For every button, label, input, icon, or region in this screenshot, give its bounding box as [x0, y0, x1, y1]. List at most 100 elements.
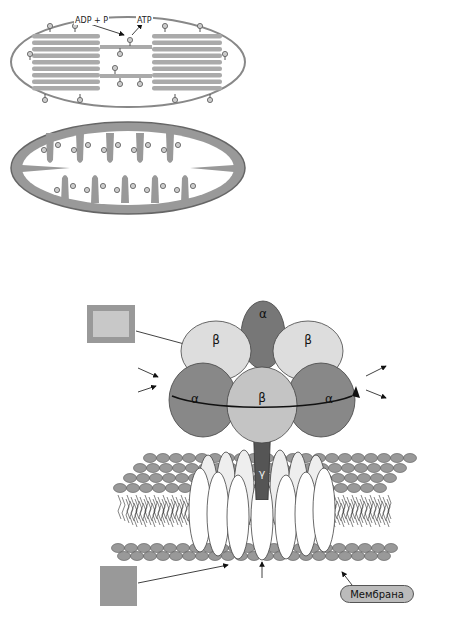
lipid-tail	[171, 499, 174, 523]
lipid-head	[144, 454, 157, 463]
atp-synthase-head	[127, 37, 132, 42]
stroma-lamella	[100, 74, 152, 78]
atp-synthase-head	[174, 187, 179, 192]
pill-outline	[341, 586, 414, 603]
atp-synthase-head	[190, 183, 195, 188]
lipid-tail	[143, 503, 146, 527]
lipid-tail	[131, 497, 134, 521]
lipid-tail	[118, 495, 121, 519]
lipid-head	[118, 552, 131, 561]
lipid-tail	[387, 499, 390, 523]
subunit-letter: γ	[259, 468, 266, 480]
lipid-tail	[386, 503, 389, 527]
thylakoid	[152, 54, 222, 59]
lipid-tail	[148, 501, 151, 525]
subunit-letter: β	[258, 392, 266, 405]
lipid-head	[131, 552, 144, 561]
thylakoid	[32, 86, 100, 91]
lipid-tail	[379, 495, 382, 519]
lipid-tail	[364, 501, 367, 525]
lipid-head	[140, 484, 153, 493]
atp-synthase-head	[47, 23, 52, 28]
atp-synthase-head	[54, 187, 59, 192]
lipid-tail	[185, 497, 188, 521]
lipid-tail	[126, 499, 129, 523]
lipid-head	[183, 552, 196, 561]
crista	[121, 175, 129, 203]
lipid-tail	[149, 497, 152, 521]
lipid-head	[157, 552, 170, 561]
lipid-head	[352, 552, 365, 561]
thylakoid	[32, 47, 100, 52]
lipid-head	[313, 552, 326, 561]
thylakoid	[32, 60, 100, 65]
lipid-head	[365, 454, 378, 463]
lipid-head	[177, 544, 190, 553]
atp-synthase-head	[117, 81, 122, 86]
thylakoid	[152, 86, 222, 91]
atp-synthase-head	[222, 51, 227, 56]
callout-box	[87, 305, 135, 343]
atp-synthase-head	[162, 23, 167, 28]
lipid-tail	[369, 499, 372, 523]
lipid-tail	[175, 501, 178, 525]
thylakoid	[152, 34, 222, 39]
lipid-head	[138, 544, 151, 553]
flow-arrow	[138, 386, 156, 392]
lipid-tail	[167, 497, 170, 521]
lipid-tail	[346, 501, 349, 525]
lipid-tail	[172, 495, 175, 519]
lipid-tail	[153, 499, 156, 523]
grana	[32, 34, 222, 91]
lipid-head	[150, 474, 163, 483]
proton-arrow	[262, 562, 263, 578]
lipid-head	[335, 484, 348, 493]
c-subunit	[207, 472, 229, 556]
lipid-head	[384, 474, 397, 483]
subunit-outline	[287, 363, 355, 437]
lipid-tail	[342, 499, 345, 523]
lipid-head	[372, 544, 385, 553]
lipid-head	[358, 474, 371, 483]
atp-synthase-head	[144, 187, 149, 192]
lipid-head	[326, 454, 339, 463]
lipid-head	[378, 552, 391, 561]
lipid-tail	[368, 503, 371, 527]
lipid-head	[326, 552, 339, 561]
atp-synthase-head	[172, 97, 177, 102]
lipid-head	[365, 552, 378, 561]
flow-arrow	[366, 390, 386, 398]
lipid-tail	[383, 497, 386, 521]
lipid-tail	[361, 495, 364, 519]
crista	[22, 165, 70, 172]
lipid-head	[163, 474, 176, 483]
atp-synthase-head	[77, 97, 82, 102]
lipid-tail	[374, 497, 377, 521]
reaction-label: ATP	[136, 16, 153, 25]
lipid-tail	[359, 503, 362, 527]
lipid-tail	[184, 501, 187, 525]
lipid-head	[329, 464, 342, 473]
leader-line	[342, 572, 352, 585]
lipid-tail	[180, 499, 183, 523]
crista	[190, 165, 234, 172]
lipid-tail	[382, 501, 385, 525]
lipid-head	[394, 464, 407, 473]
lipid-head	[368, 464, 381, 473]
reaction-arrow	[132, 24, 142, 35]
lipid-tail	[388, 495, 391, 519]
subunit-letter: β	[304, 334, 312, 347]
lipid-head	[348, 484, 361, 493]
mitochondrion-outer	[11, 122, 245, 214]
atp-synthase-head	[145, 142, 150, 147]
lipid-tail	[162, 499, 165, 523]
lipid-tail	[163, 495, 166, 519]
thylakoid	[32, 54, 100, 59]
thylakoid	[152, 73, 222, 78]
lipid-head	[339, 552, 352, 561]
lipid-head	[173, 464, 186, 473]
lipid-tail	[170, 503, 173, 527]
